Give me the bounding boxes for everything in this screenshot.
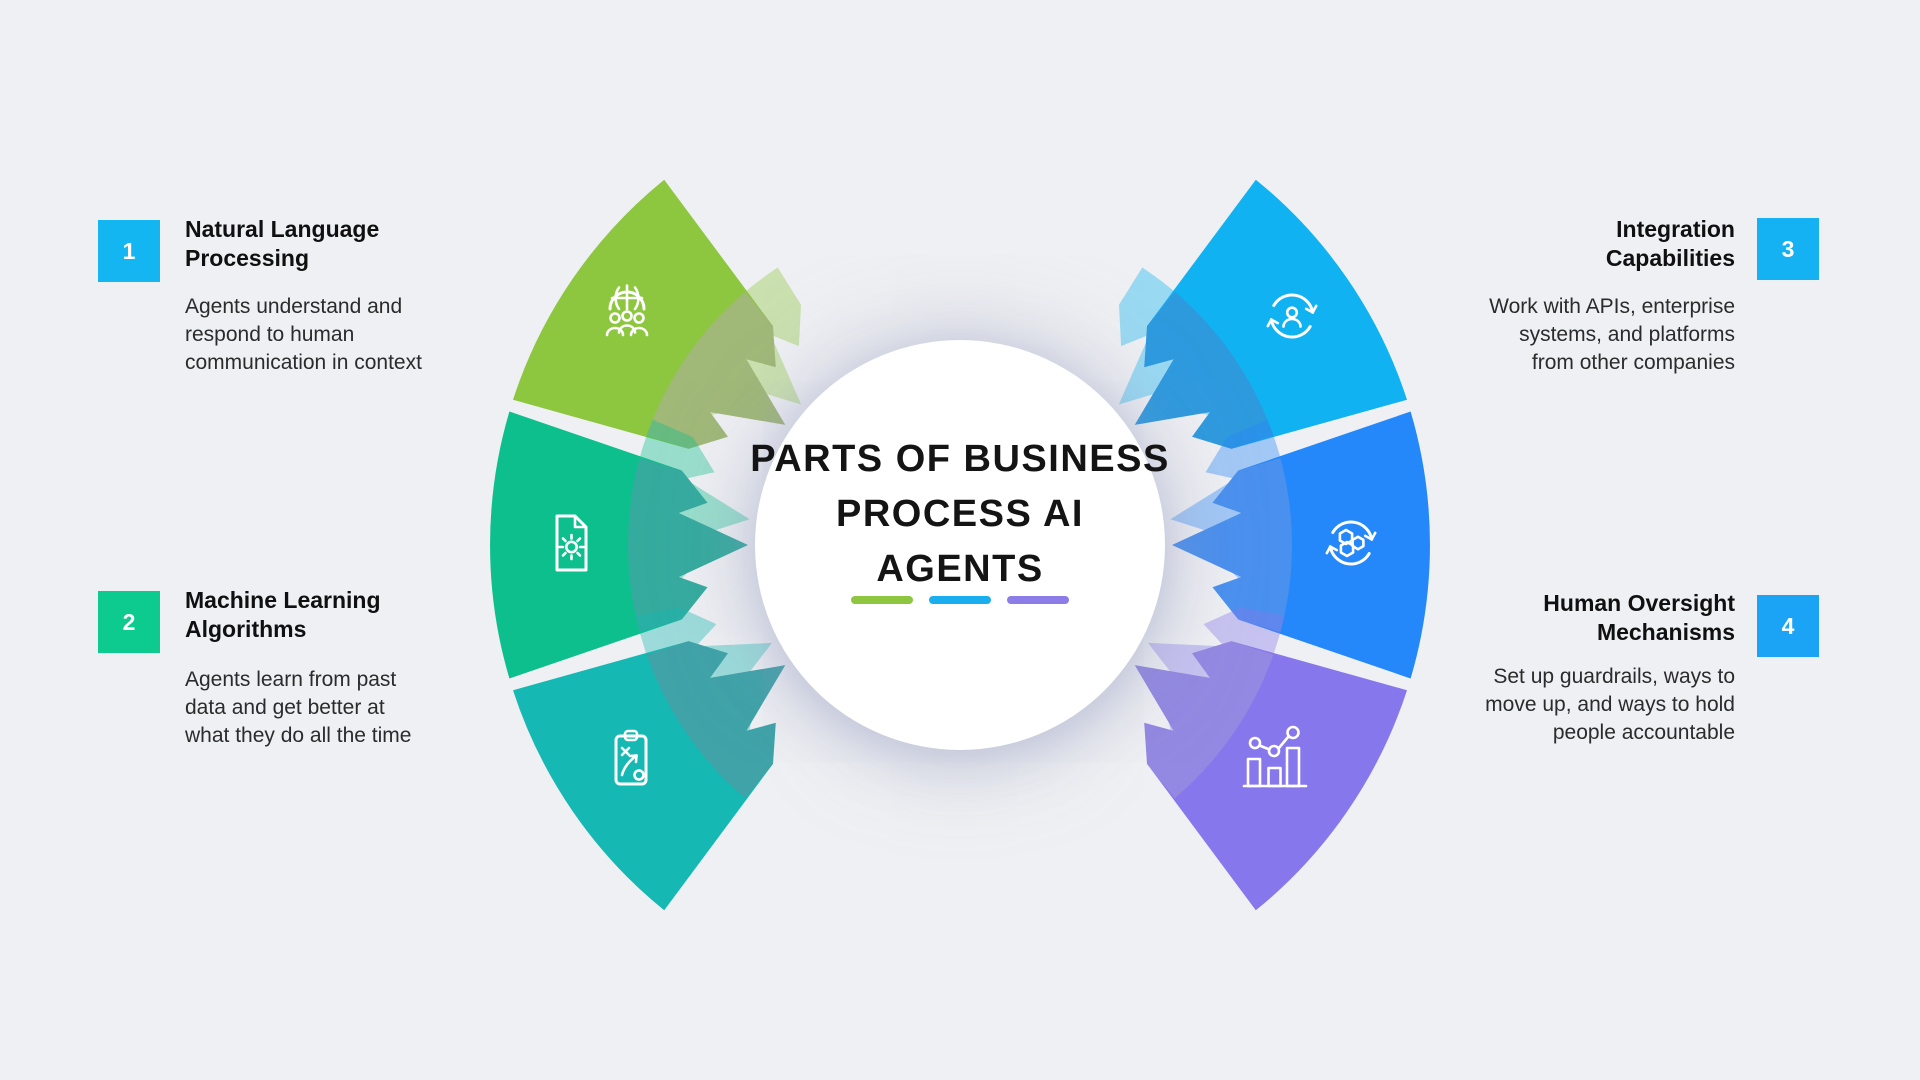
item-title: Machine Learning Algorithms [185, 587, 381, 642]
title-underline [851, 596, 1069, 604]
item-description: Work with APIs, enterprise systems, and … [1489, 295, 1735, 374]
underline-bar-green [851, 596, 913, 604]
process-sync-icon [1313, 505, 1389, 581]
document-gear-icon [533, 505, 609, 581]
analytics-petal-arrow [1134, 641, 1274, 799]
item-number-badge: 2 [98, 591, 160, 653]
person-sync-petal-arrow [1134, 291, 1274, 449]
strategy-clipboard-icon [593, 721, 669, 797]
process-sync-petal [1240, 411, 1430, 679]
item-description: Agents understand and respond to human c… [185, 295, 422, 374]
person-sync-icon [1254, 278, 1330, 354]
item-number-badge: 3 [1757, 218, 1819, 280]
underline-bar-blue [929, 596, 991, 604]
process-sync-petal-arrow [1172, 458, 1293, 632]
strategy-clipboard-petal-arrow [646, 641, 786, 799]
document-gear-petal-arrow [627, 458, 748, 632]
item-description: Set up guardrails, ways to move up, and … [1485, 665, 1735, 744]
page-title: PARTS OF BUSINESS PROCESS AI AGENTS [750, 438, 1170, 590]
globe-people-icon [589, 278, 665, 354]
center-circle [755, 340, 1165, 750]
item-title: Human Oversight Mechanisms [1543, 590, 1735, 645]
item-number-badge: 4 [1757, 595, 1819, 657]
item-title: Natural Language Processing [185, 216, 380, 271]
underline-bar-purple [1007, 596, 1069, 604]
globe-people-petal-arrow [646, 291, 786, 449]
item-description: Agents learn from past data and get bett… [185, 668, 412, 747]
analytics-icon [1235, 724, 1311, 800]
item-number-badge: 1 [98, 220, 160, 282]
item-title: Integration Capabilities [1605, 216, 1735, 271]
